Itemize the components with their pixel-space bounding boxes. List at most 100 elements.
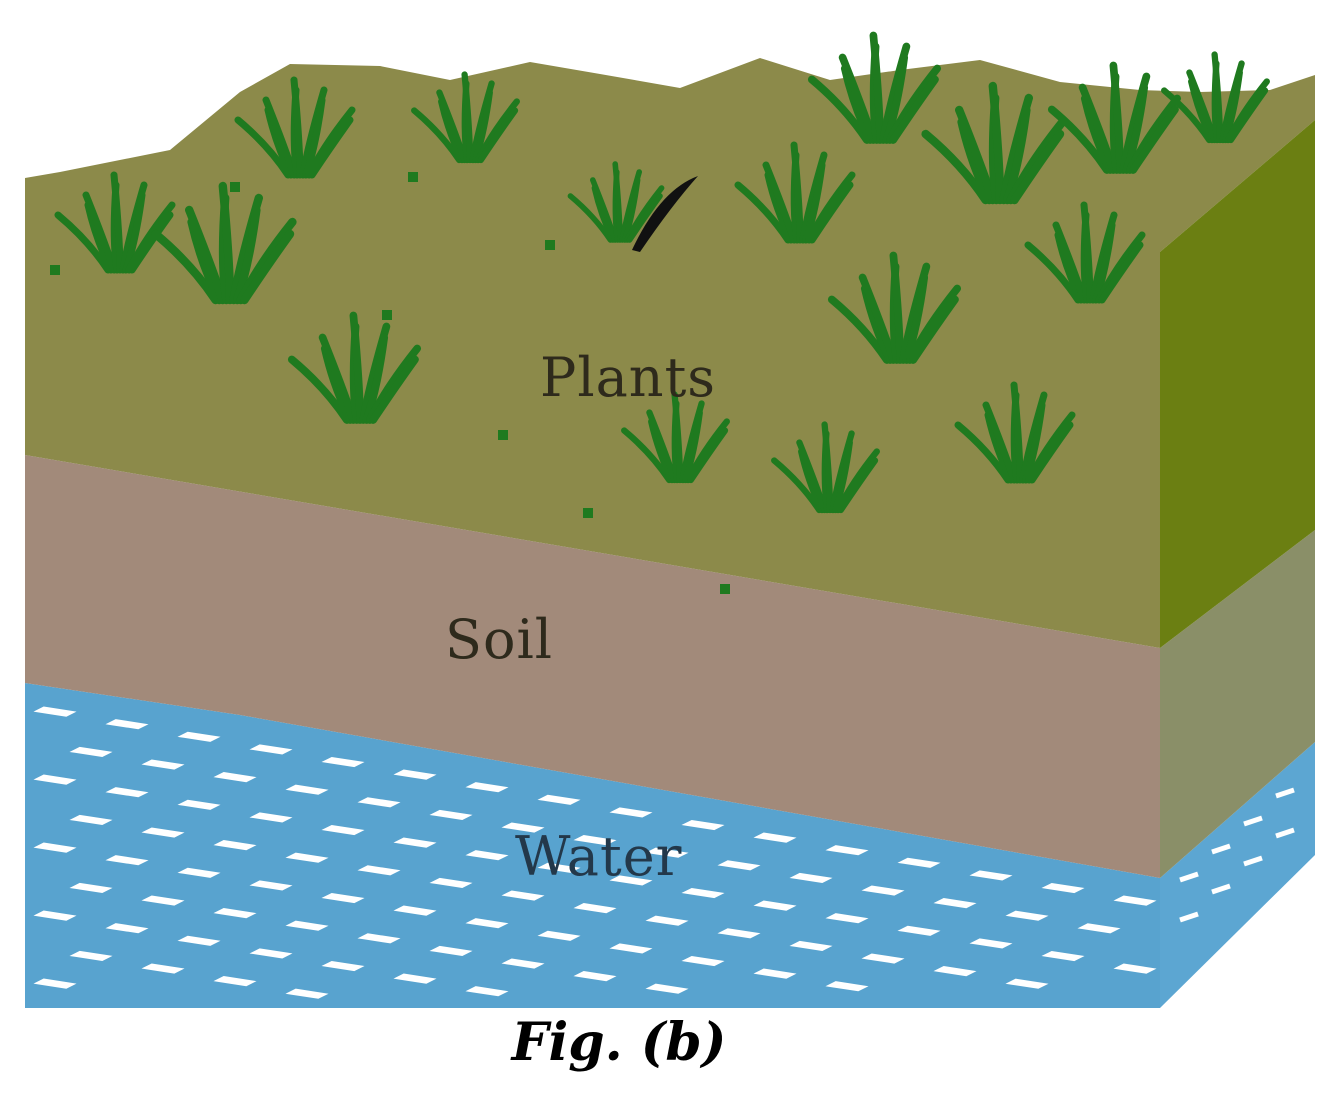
water-label: Water bbox=[515, 825, 682, 888]
ripple-mark bbox=[249, 880, 293, 891]
ripple-mark bbox=[645, 915, 689, 926]
ripple-mark bbox=[105, 855, 149, 866]
ripple-mark bbox=[177, 867, 221, 878]
ripple-mark bbox=[429, 877, 473, 888]
grass-clump bbox=[151, 181, 297, 305]
ripple-mark bbox=[429, 809, 473, 820]
ripple-mark bbox=[465, 918, 509, 929]
ripple-mark bbox=[69, 882, 113, 893]
ripple-mark bbox=[969, 870, 1013, 881]
ripple-mark bbox=[141, 759, 185, 770]
grass-clump bbox=[807, 31, 942, 144]
ripple-mark bbox=[105, 923, 149, 934]
ripple-mark bbox=[105, 719, 149, 730]
ripple-mark bbox=[1113, 895, 1157, 906]
grass-clump bbox=[734, 141, 856, 244]
ripple-mark bbox=[825, 845, 869, 856]
ripple-mark bbox=[609, 807, 653, 818]
ripple-mark bbox=[1275, 827, 1295, 839]
grass-clumps bbox=[50, 31, 1270, 594]
ripple-mark bbox=[357, 865, 401, 876]
ripple-mark bbox=[33, 706, 77, 717]
ripple-mark bbox=[465, 986, 509, 997]
ripple-mark bbox=[465, 850, 509, 861]
grass-clump bbox=[287, 311, 422, 424]
ripple-mark bbox=[861, 885, 905, 896]
ripple-mark bbox=[681, 819, 725, 831]
ripple-mark bbox=[177, 731, 221, 742]
ripple-mark bbox=[1275, 787, 1295, 799]
ripple-mark bbox=[393, 837, 437, 848]
ripple-mark bbox=[537, 794, 581, 805]
soil-layer bbox=[25, 455, 1160, 878]
plants-label: Plants bbox=[540, 346, 716, 409]
ripple-mark bbox=[1113, 963, 1157, 974]
soil-label: Soil bbox=[445, 608, 553, 671]
plants-layer-side bbox=[1160, 120, 1315, 648]
ripple-mark bbox=[1179, 871, 1199, 883]
ripple-mark bbox=[465, 782, 509, 793]
ripple-mark bbox=[825, 913, 869, 924]
ripple-mark bbox=[753, 900, 797, 911]
ripple-mark bbox=[537, 930, 581, 941]
grass-clump bbox=[827, 251, 962, 364]
grass-dot bbox=[50, 265, 60, 275]
grass-clump bbox=[771, 421, 880, 514]
ripple-mark bbox=[861, 953, 905, 964]
ripple-mark bbox=[213, 840, 257, 851]
grass-clump bbox=[1161, 51, 1270, 144]
grass-clump bbox=[1047, 61, 1182, 174]
grass-dot bbox=[230, 182, 240, 192]
grass-clump bbox=[621, 391, 730, 484]
grass-clump bbox=[411, 71, 520, 164]
grass-dot bbox=[498, 430, 508, 440]
ripple-mark bbox=[1005, 978, 1049, 989]
ripple-mark bbox=[249, 812, 293, 823]
ripple-mark bbox=[321, 960, 365, 972]
ripple-mark bbox=[681, 887, 725, 899]
ripple-mark bbox=[357, 933, 401, 944]
ripple-mark bbox=[33, 842, 77, 853]
ripple-mark bbox=[249, 948, 293, 959]
ripple-mark bbox=[429, 945, 473, 956]
ripple-mark bbox=[213, 976, 257, 987]
ripple-mark bbox=[897, 925, 941, 936]
ripple-mark bbox=[213, 908, 257, 919]
grass-dot bbox=[545, 240, 555, 250]
ripple-mark bbox=[753, 968, 797, 979]
ripple-mark bbox=[573, 835, 617, 846]
ripple-mark bbox=[1243, 855, 1263, 867]
ripple-mark bbox=[1243, 815, 1263, 827]
grass-dot bbox=[408, 172, 418, 182]
plants-layer bbox=[25, 58, 1315, 648]
ripple-mark bbox=[933, 898, 977, 909]
ripple-mark bbox=[105, 787, 149, 798]
ripple-mark bbox=[33, 978, 77, 989]
ripple-mark bbox=[717, 928, 761, 939]
ripple-mark bbox=[645, 847, 689, 858]
ripple-mark bbox=[33, 910, 77, 921]
ripple-mark bbox=[789, 872, 833, 883]
ripple-mark bbox=[609, 943, 653, 954]
ripple-mark bbox=[609, 875, 653, 886]
ripple-mark bbox=[897, 857, 941, 868]
ripple-mark bbox=[69, 814, 113, 825]
grass-clump bbox=[54, 171, 176, 274]
ripple-mark bbox=[69, 950, 113, 961]
soil-layer-side bbox=[1160, 530, 1315, 878]
ripple-mark bbox=[393, 973, 437, 984]
ripple-mark bbox=[501, 890, 545, 901]
ripple-mark bbox=[825, 981, 869, 992]
ripple-mark bbox=[249, 744, 293, 755]
ripple-mark bbox=[285, 784, 329, 795]
water-layer-side bbox=[1160, 742, 1315, 1008]
dark-leaf bbox=[632, 176, 698, 252]
ripple-mark bbox=[573, 971, 617, 982]
ripple-mark bbox=[69, 746, 113, 757]
grass-clump bbox=[921, 81, 1067, 205]
ripple-mark bbox=[789, 940, 833, 951]
ripple-mark bbox=[1005, 910, 1049, 921]
ripple-mark bbox=[177, 935, 221, 946]
ripple-mark bbox=[393, 769, 437, 780]
ripple-mark bbox=[1211, 883, 1231, 895]
